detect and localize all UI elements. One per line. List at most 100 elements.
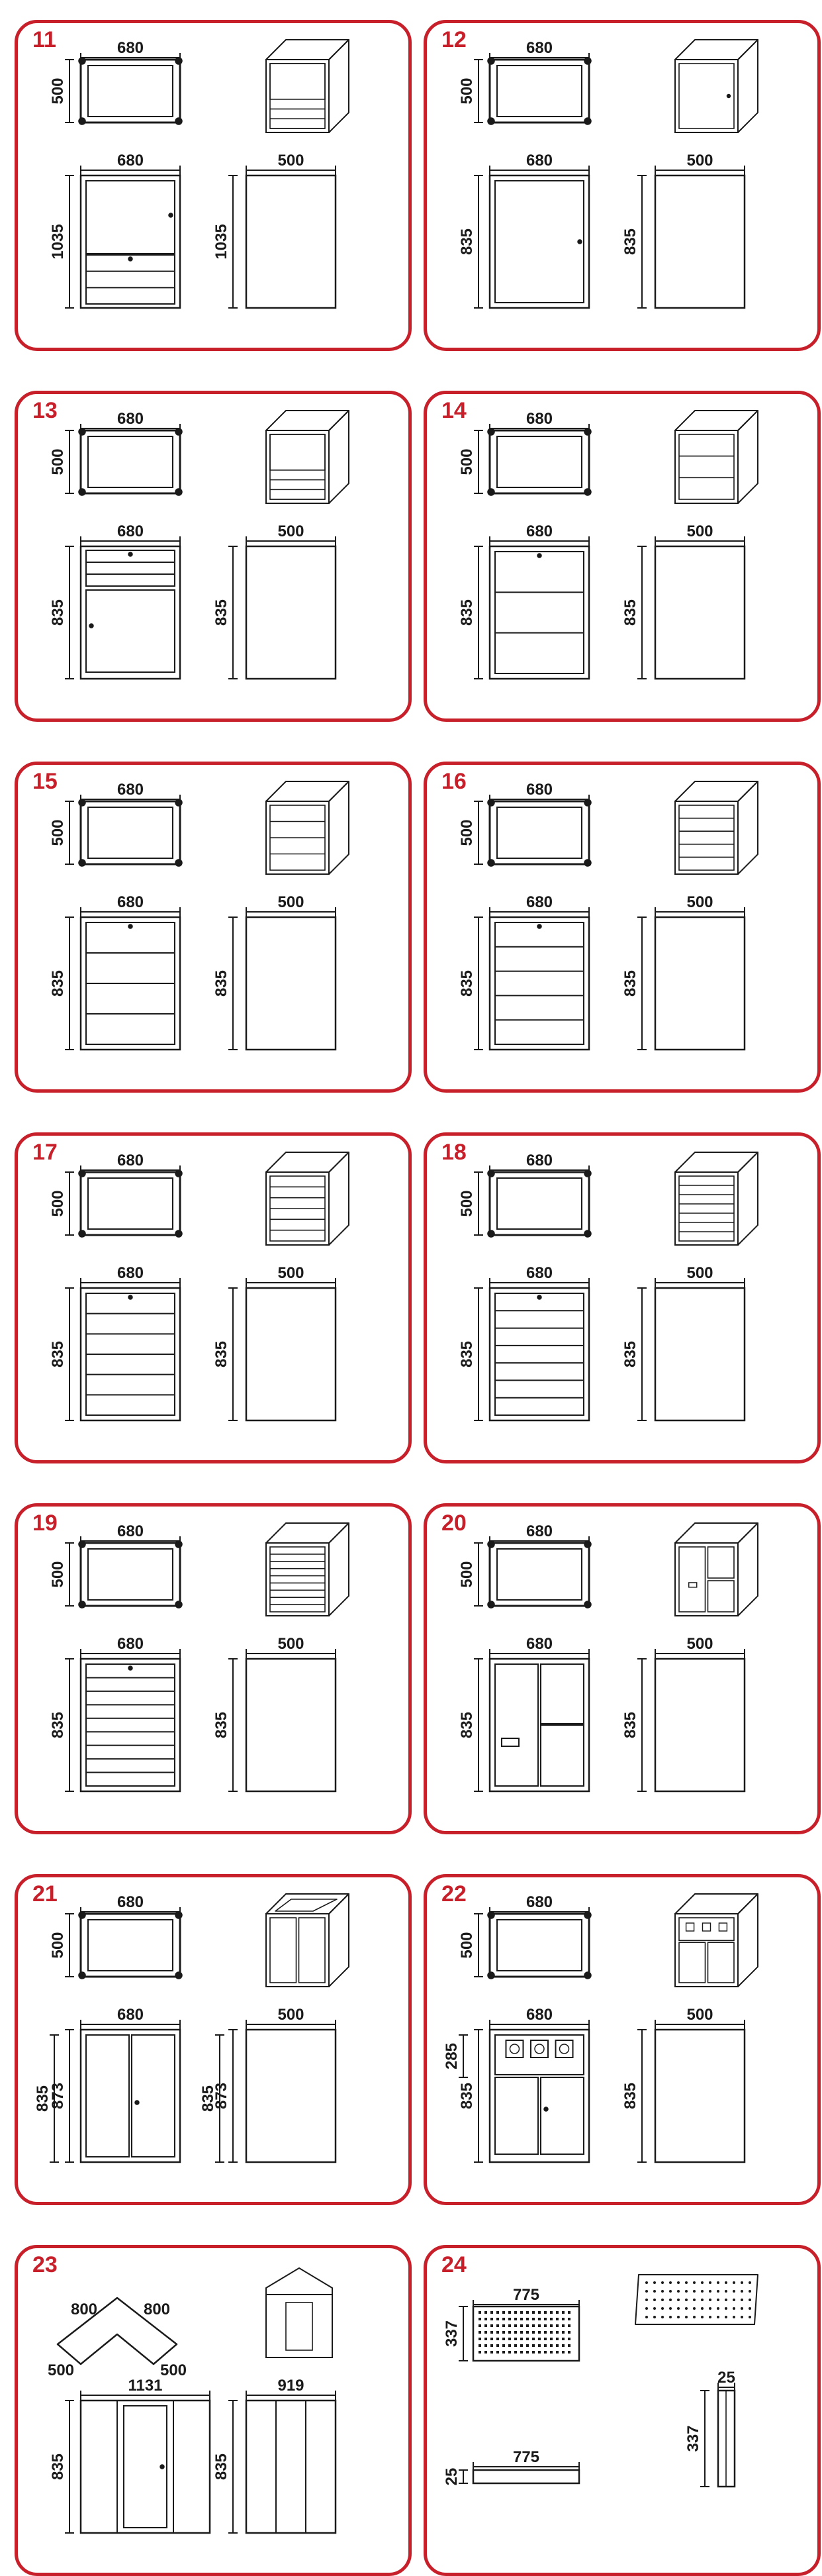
peg-hole (490, 2331, 493, 2334)
iso-peg-hole (685, 2307, 688, 2310)
peg-hole (508, 2351, 511, 2353)
dimension-label: 680 (117, 781, 144, 799)
peg-hole (544, 2318, 547, 2320)
iso-peg-hole (645, 2307, 648, 2310)
peg-hole (562, 2318, 565, 2320)
door-panel (494, 2077, 539, 2155)
front-outline (488, 1658, 590, 1793)
iso-peg-hole (669, 2290, 672, 2293)
plan-inner (496, 1919, 582, 1971)
peg-hole (514, 2344, 517, 2347)
iso-front (674, 1171, 739, 1246)
drawer-handle (537, 1295, 542, 1300)
peg-hole (502, 2331, 505, 2334)
side-outline (245, 2028, 337, 2163)
iso-peg-hole (725, 2307, 727, 2310)
peg-hole (490, 2338, 493, 2340)
peg-hole (490, 2344, 493, 2347)
iso-top (265, 2267, 333, 2295)
dimension-label: 680 (526, 1152, 553, 1169)
dimension-label: 835 (212, 2453, 230, 2480)
peg-hole (568, 2338, 571, 2340)
plan-corner-marker (584, 1911, 592, 1919)
plan-inner (87, 1177, 173, 1230)
dimension-label: 800 (71, 2301, 97, 2318)
plan-corner-marker (584, 1540, 592, 1548)
dimension-label: 680 (117, 1635, 144, 1653)
dimension-label: 500 (686, 893, 713, 911)
iso-peg-hole (741, 2307, 743, 2310)
front-outline (79, 2399, 211, 2534)
iso-top (265, 1522, 349, 1544)
iso-peg-hole (677, 2299, 680, 2301)
iso-front (674, 801, 739, 875)
dimension-label: 680 (526, 1893, 553, 1911)
drawer-handle (537, 924, 542, 929)
dimension-label: 835 (458, 1341, 476, 1367)
peg-hole (484, 2338, 487, 2340)
front-outline (79, 916, 181, 1051)
side-outline (245, 1287, 337, 1422)
dimension-label: 680 (526, 893, 553, 911)
plan-corner-marker (175, 1911, 183, 1919)
dimension-label: 500 (160, 2361, 187, 2379)
peg-hole (532, 2318, 535, 2320)
dimension-label: 680 (526, 1522, 553, 1540)
dimension-label: 500 (49, 1561, 67, 1587)
peg-hole (532, 2338, 535, 2340)
dimension-label: 285 (443, 2043, 461, 2069)
peg-hole (568, 2344, 571, 2347)
iso-peg-hole (717, 2307, 719, 2310)
cabinet-isometric (265, 781, 349, 875)
plan-corner-marker (78, 428, 86, 436)
drawer-block (85, 922, 175, 1045)
peg-hole (532, 2324, 535, 2327)
iso-peg-hole (709, 2281, 711, 2284)
peg-hole (544, 2344, 547, 2347)
plan-corner-marker (584, 488, 592, 496)
front-outline (79, 545, 181, 680)
peg-hole (532, 2344, 535, 2347)
iso-peg-hole (645, 2281, 648, 2284)
drawer-block (494, 1293, 584, 1416)
plan-corner-marker (487, 1169, 495, 1177)
iso-peg-hole (701, 2281, 704, 2284)
dimension-label: 835 (49, 599, 67, 626)
iso-peg-hole (685, 2281, 688, 2284)
card-number: 23 (32, 2252, 58, 2277)
iso-front (265, 801, 330, 875)
plan-corner-marker (78, 57, 86, 65)
iso-side (737, 410, 758, 504)
dimension-label: 680 (117, 1264, 144, 1282)
drawer-block (494, 922, 584, 1045)
plan-corner-marker (78, 117, 86, 125)
front-outline (79, 1287, 181, 1422)
peg-hole (520, 2344, 523, 2347)
dimension-label: 500 (686, 152, 713, 170)
iso-peg-hole (717, 2299, 719, 2301)
dimension-label: 835 (212, 599, 230, 626)
cabinet-isometric (265, 1152, 349, 1246)
card-number: 17 (32, 1140, 58, 1165)
peg-hole (562, 2324, 565, 2327)
dimension-label: 835 (458, 599, 476, 626)
side-outline (654, 1658, 746, 1793)
plan-corner-marker (78, 859, 86, 867)
door-panel (85, 589, 175, 673)
dimension-label: 835 (49, 970, 67, 997)
card-number: 20 (441, 1511, 467, 1536)
peg-hole (550, 2324, 553, 2327)
peg-hole (484, 2318, 487, 2320)
plan-corner-marker (584, 799, 592, 807)
peg-hole (556, 2344, 559, 2347)
iso-top (674, 1152, 758, 1173)
peg-hole (502, 2351, 505, 2353)
side-outline (654, 545, 746, 680)
peg-hole (508, 2324, 511, 2327)
dimension-label: 775 (513, 2286, 539, 2304)
plan-corner-marker (584, 57, 592, 65)
